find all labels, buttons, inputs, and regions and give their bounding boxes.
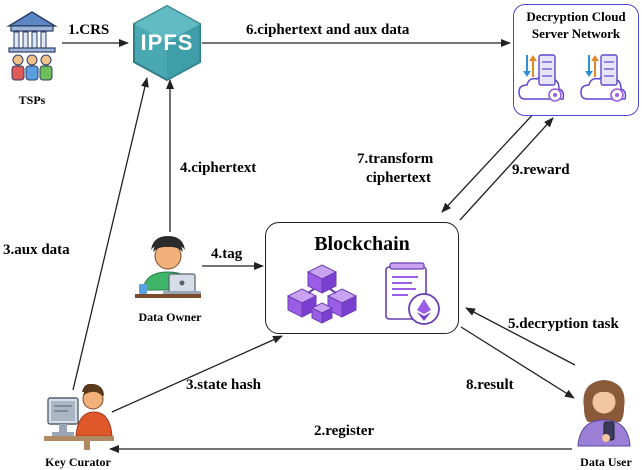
edge-state-hash [111, 335, 283, 413]
label-state-hash: 3.state hash [186, 377, 262, 393]
key-curator-label: Key Curator [45, 455, 111, 469]
node-blockchain: Blockchain [265, 222, 459, 334]
cloud-title-line1: Decryption Cloud [526, 9, 626, 24]
label-register: 2.register [314, 423, 375, 439]
edge-decryption-task [465, 307, 576, 366]
node-cloud-network: Decryption Cloud Server Network [513, 4, 639, 116]
person-computer-icon [44, 384, 114, 450]
data-user-label: Data User [580, 455, 632, 469]
person-laptop-icon [135, 236, 201, 298]
ipfs-label: IPFS [140, 30, 194, 55]
cloud-title-line2: Server Network [531, 26, 621, 41]
label-reward: 9.reward [512, 162, 570, 178]
tsps-label: TSPs [18, 93, 46, 107]
label-result: 8.result [466, 377, 514, 393]
label-crs: 1.CRS [68, 22, 110, 38]
label-aux-data: 3.aux data [3, 242, 70, 258]
smart-contract-icon [385, 262, 440, 325]
blockchain-title: Blockchain [314, 233, 410, 255]
node-tsps: TSPs [2, 8, 62, 118]
edge-result [460, 326, 575, 399]
label-transform-line2: ciphertext [366, 170, 431, 186]
person-phone-icon [577, 380, 631, 447]
label-tag: 4.tag [211, 246, 243, 262]
edge-reward [459, 117, 554, 221]
data-owner-label: Data Owner [138, 310, 202, 324]
label-ciphertext-aux: 6.ciphertext and aux data [246, 22, 410, 38]
label-ciphertext: 4.ciphertext [180, 160, 257, 176]
cloud-server-icon [518, 54, 627, 102]
edge-transform [441, 109, 538, 213]
ipfs-cube-icon [133, 4, 201, 82]
blockchain-cubes-icon [286, 264, 358, 324]
edge-aux-data [72, 77, 149, 391]
label-transform-line1: 7.transform [357, 151, 434, 167]
bank-icon [6, 11, 58, 81]
label-decryption-task: 5.decryption task [508, 316, 619, 332]
